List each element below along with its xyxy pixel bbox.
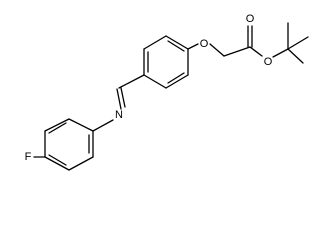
ether-oxygen-atom-label: O [200,38,209,50]
bond-ch-ring [118,74,145,89]
double-bond-inner [48,122,67,134]
bond [68,118,94,132]
bond-carbonyl-o [249,46,263,57]
fluorine-atom-label: F [25,151,32,163]
bond-aryl-n [92,119,114,132]
phenylene-ring [143,35,189,89]
bond [44,156,70,171]
double-bond-inner [167,72,185,84]
bond-ch2-carbonyl [223,46,251,57]
chemical-structure-diagram: F N O O O [25,13,309,171]
bond-tbu-methyl [287,48,304,64]
ester-oxygen-atom-label: O [264,56,273,68]
fluorophenyl-ring [44,118,94,171]
carbonyl-oxygen-atom-label: O [246,13,255,25]
imine-nitrogen-atom-label: N [115,109,123,121]
imine-double-bond [120,87,126,108]
bond [143,35,167,50]
bond-o-ch2 [209,43,225,57]
double-bond-inner [48,154,67,166]
bond-ring-o [187,43,199,50]
bond-tbu-methyl [287,36,309,50]
bond [68,156,94,171]
bond [44,118,70,132]
bond [165,74,189,89]
bond [143,74,167,89]
double-bond-inner [167,40,185,52]
bond [165,35,189,50]
imine-double-bond [116,88,122,110]
bond-o-tbu [272,48,289,58]
